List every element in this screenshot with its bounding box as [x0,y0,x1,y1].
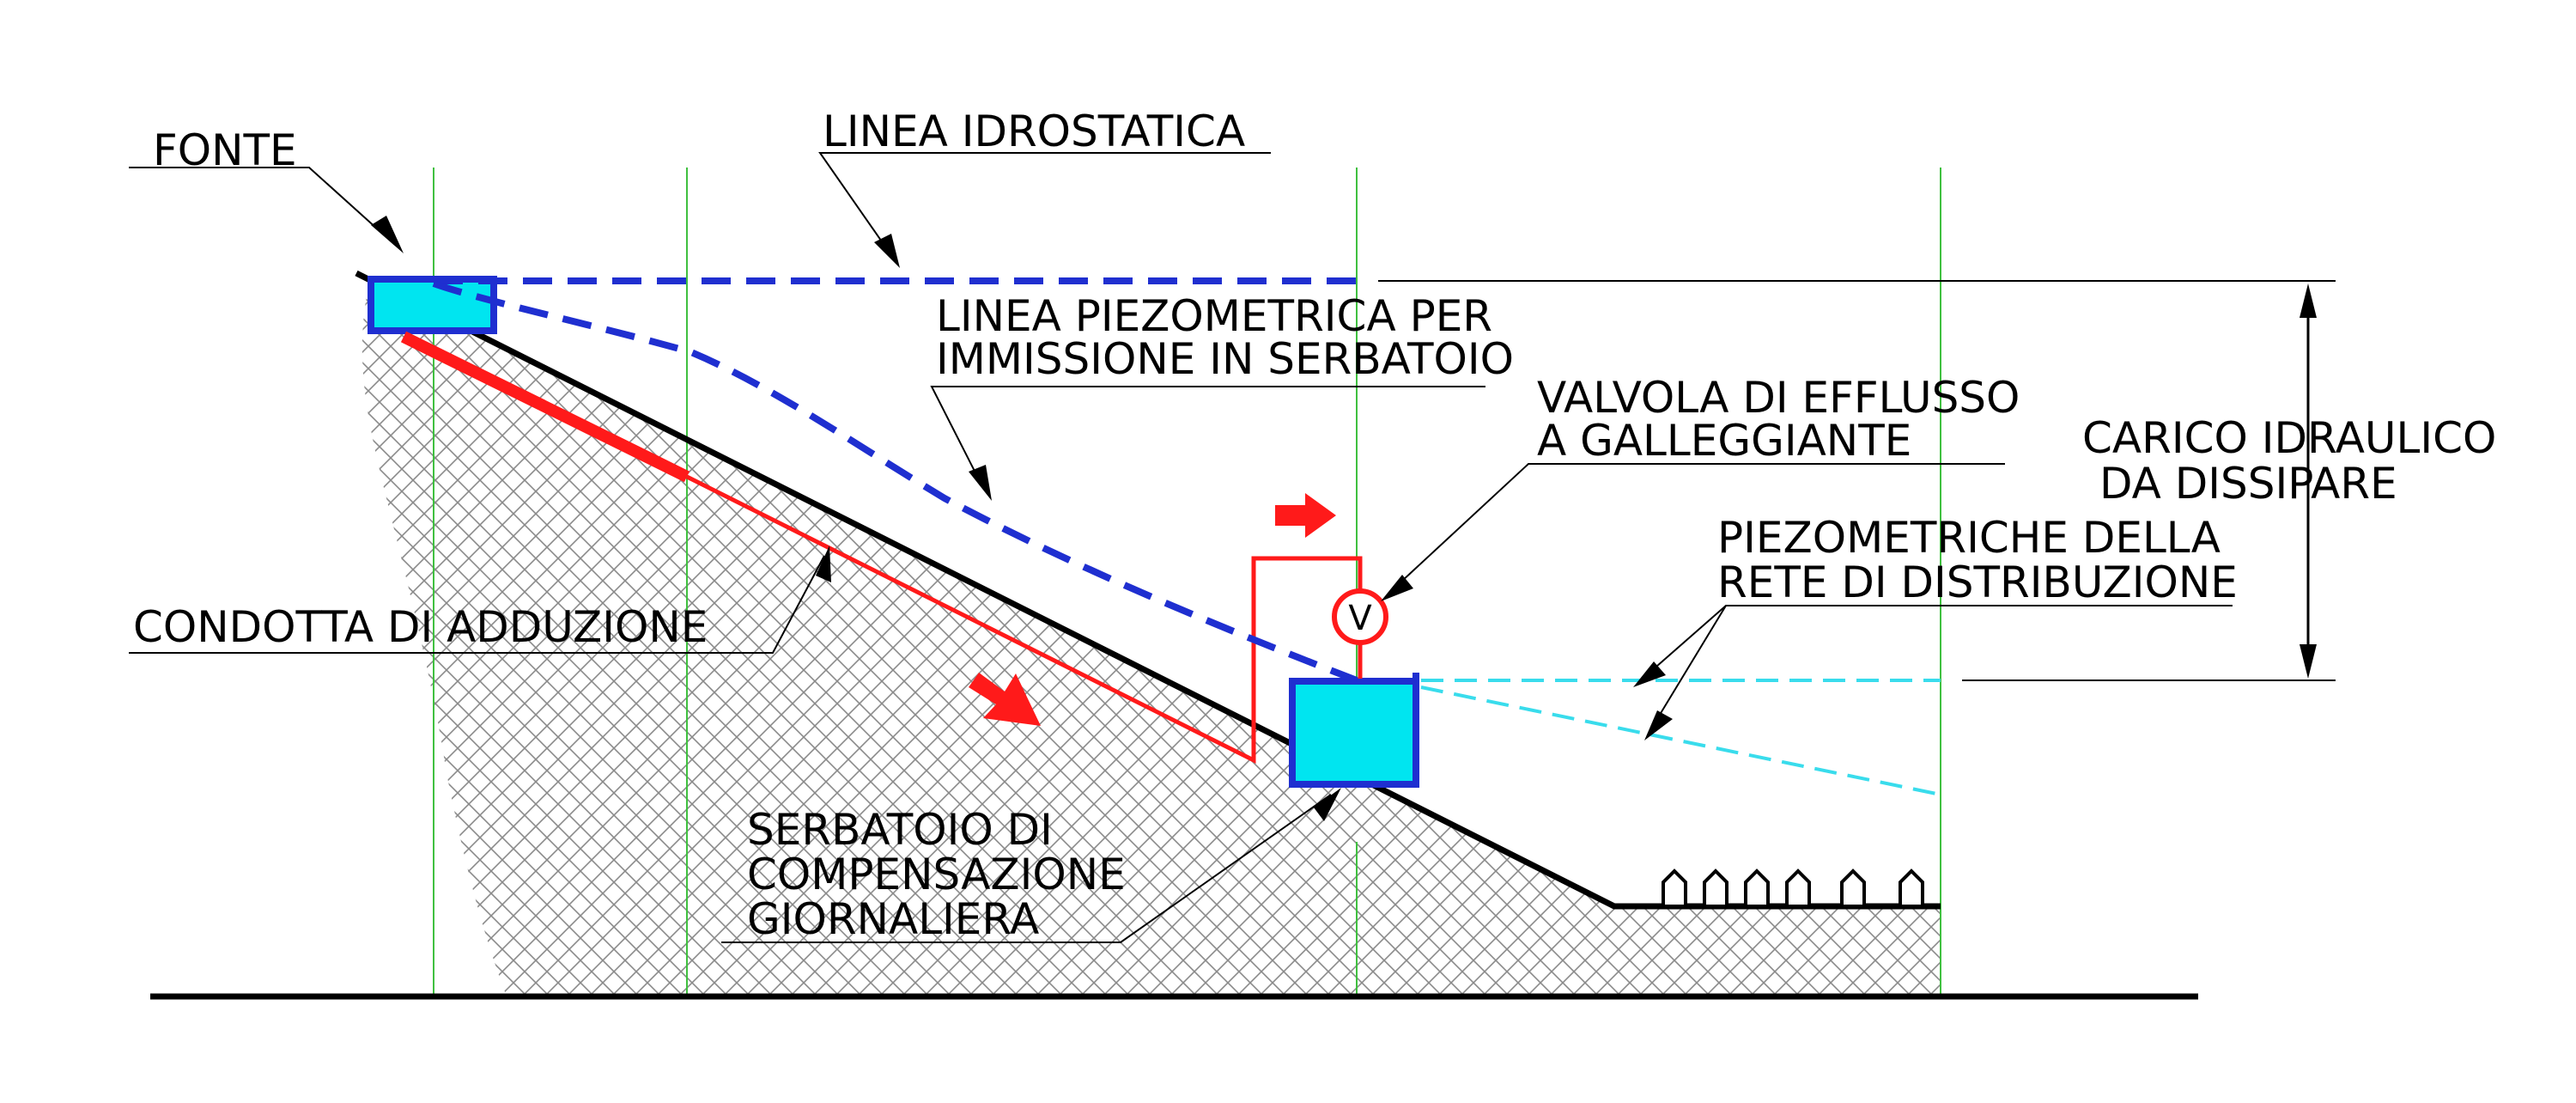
label-fonte: FONTE [153,125,297,175]
label-piezometriche-2: RETE DI DISTRIBUZIONE [1717,558,2238,607]
distribution-piezometric-lower [1420,686,1941,796]
label-valvola-2: A GALLEGGIANTE [1537,416,1911,466]
valve-icon [1332,588,1388,645]
house-icon [1785,868,1811,905]
adduction-pipe [685,474,1363,765]
label-linea-piezometrica-2: IMMISSIONE IN SERBATOIO [936,334,1514,384]
leader-lines [129,152,2233,943]
label-piezometriche-1: PIEZOMETRICHE DELLA [1717,513,2221,563]
label-serbatoio-3: GIORNALIERA [747,894,1039,944]
house-icon [1662,868,1687,905]
label-serbatoio-1: SERBATOIO DI [747,805,1053,855]
house-icon [1899,868,1924,905]
label-carico-1: CARICO IDRAULICO [2082,413,2496,463]
right-arrow-icon [1275,493,1336,538]
right-arrow-icon [969,673,1041,726]
house-icon [1744,868,1770,905]
houses [1662,868,1924,905]
source-tank [368,276,497,334]
compensation-tank [1289,678,1419,788]
valve-symbol: V [1348,599,1372,638]
label-valvola-1: VALVOLA DI EFFLUSSO [1537,373,2020,423]
ground-profile [355,270,1941,910]
label-serbatoio-2: COMPENSAZIONE [747,850,1126,899]
piezometric-line [432,280,1358,684]
house-icon [1840,868,1866,905]
label-linea-idrostatica: LINEA IDROSTATICA [823,107,1245,156]
label-condotta: CONDOTTA DI ADDUZIONE [133,602,708,652]
label-linea-piezometrica-1: LINEA PIEZOMETRICA PER [936,291,1492,341]
dimension-arrow-bottom [2300,644,2317,679]
label-carico-2: DA DISSIPARE [2099,459,2397,509]
dimension-arrow-top [2300,283,2317,318]
ground-hatch [361,283,1941,996]
house-icon [1703,868,1728,905]
adduction-pipe-thick [400,331,690,483]
